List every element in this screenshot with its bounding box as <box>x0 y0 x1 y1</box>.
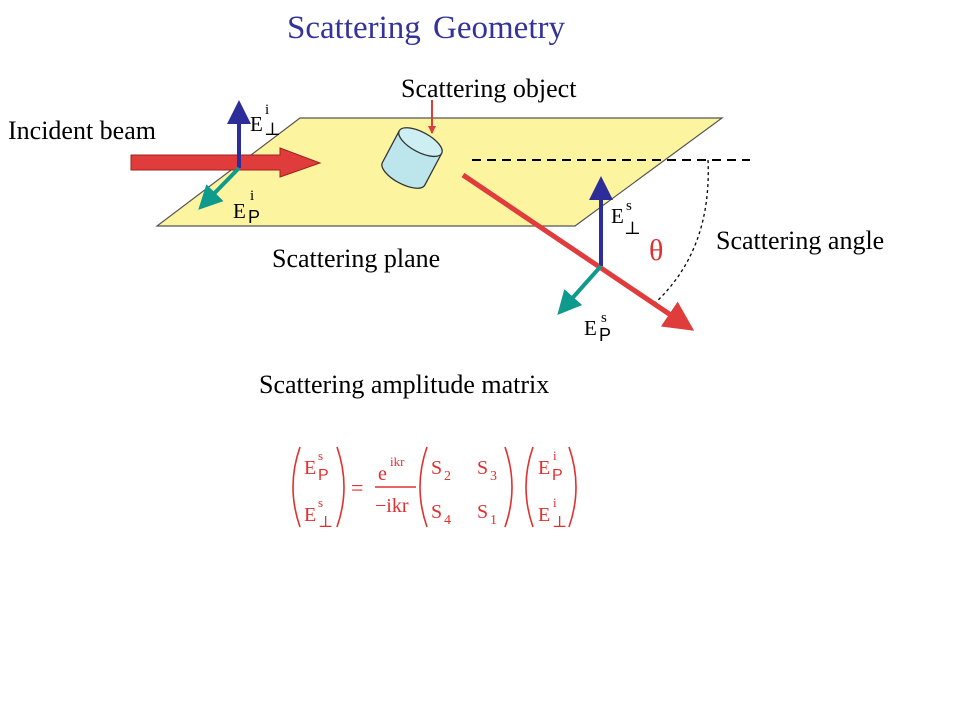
svg-text:S: S <box>477 457 488 479</box>
amplitude-matrix-heading: Scattering amplitude matrix <box>259 370 550 399</box>
svg-text:⊥: ⊥ <box>552 514 567 531</box>
svg-text:ikr: ikr <box>390 454 405 469</box>
incident-beam-label: Incident beam <box>8 116 156 145</box>
scattered-perp-label: E s ⊥ <box>611 198 641 238</box>
svg-text:P: P <box>599 325 611 345</box>
svg-text:P: P <box>552 467 563 484</box>
scattering-angle-arc <box>654 159 709 304</box>
incident-beam-arrow <box>130 147 322 178</box>
theta-symbol: θ <box>649 234 664 267</box>
amplitude-matrix-equation: E s P E s ⊥ = e ikr −ikr S 2 S 3 S 4 S 1… <box>292 446 577 531</box>
diagram-title: Scattering Geometry <box>287 10 565 46</box>
svg-text:s: s <box>318 448 323 463</box>
svg-text:⊥: ⊥ <box>624 218 641 238</box>
svg-text:⊥: ⊥ <box>264 119 281 139</box>
svg-text:E: E <box>304 457 316 479</box>
svg-text:E: E <box>538 504 550 526</box>
svg-text:E: E <box>611 204 624 228</box>
svg-text:1: 1 <box>490 513 497 528</box>
svg-text:S: S <box>431 501 442 523</box>
svg-text:P: P <box>318 467 329 484</box>
incident-perp-label: E i ⊥ <box>250 102 281 139</box>
svg-text:E: E <box>250 112 263 136</box>
svg-text:S: S <box>431 457 442 479</box>
svg-text:−ikr: −ikr <box>375 495 409 517</box>
incident-par-label: E i P <box>233 188 260 227</box>
svg-text:=: = <box>351 475 363 500</box>
incident-par-vector <box>198 166 241 210</box>
svg-text:i: i <box>553 495 557 510</box>
svg-text:i: i <box>553 448 557 463</box>
svg-text:2: 2 <box>444 469 451 484</box>
svg-text:E: E <box>584 316 597 340</box>
scattering-plane-label: Scattering plane <box>272 244 441 273</box>
svg-text:P: P <box>248 207 260 227</box>
scattering-object-label: Scattering object <box>401 74 577 103</box>
svg-text:⊥: ⊥ <box>318 514 333 531</box>
svg-text:s: s <box>601 310 607 326</box>
svg-text:i: i <box>265 102 269 118</box>
scattered-par-vector <box>557 264 603 315</box>
svg-text:e: e <box>378 463 387 485</box>
svg-text:E: E <box>233 199 246 223</box>
scattering-object-cylinder <box>381 127 443 189</box>
svg-text:s: s <box>626 198 632 214</box>
scattered-beam-arrow <box>461 172 695 331</box>
svg-text:s: s <box>318 495 323 510</box>
svg-text:4: 4 <box>444 513 451 528</box>
scattered-par-label: E s P <box>584 310 611 345</box>
svg-text:E: E <box>304 504 316 526</box>
svg-text:S: S <box>477 501 488 523</box>
svg-text:E: E <box>538 457 550 479</box>
svg-text:i: i <box>250 188 254 204</box>
scattering-angle-label: Scattering angle <box>716 226 885 255</box>
svg-text:3: 3 <box>490 469 497 484</box>
